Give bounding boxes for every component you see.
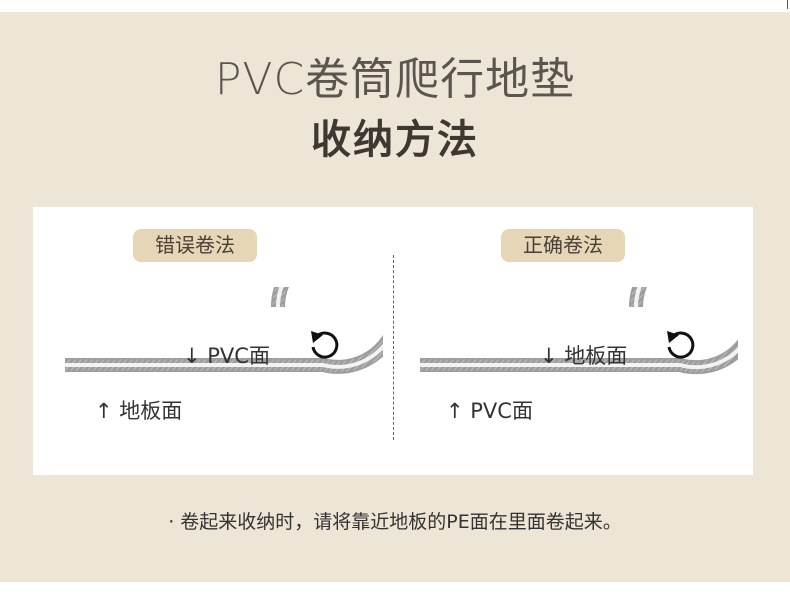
canvas: PVC卷筒爬行地垫 收纳方法 错误卷法 ↓ PVC面 ↑ 地板面	[0, 12, 790, 582]
correct-mat	[420, 287, 738, 375]
storage-note: · 卷起来收纳时，请将靠近地板的PE面在里面卷起来。	[168, 511, 622, 533]
page-subtitle: 收纳方法	[311, 117, 479, 163]
instruction-panel: 错误卷法 ↓ PVC面 ↑ 地板面 正确卷法	[33, 207, 753, 475]
page-title: PVC卷筒爬行地垫	[214, 54, 576, 105]
correct-method-badge: 正确卷法	[501, 229, 625, 262]
wrong-top-label: ↓ PVC面	[183, 344, 270, 368]
rotate-ccw-icon	[667, 331, 695, 359]
wrong-mat	[65, 287, 383, 374]
wrong-method-badge: 错误卷法	[133, 229, 257, 262]
wrong-roll-illustration	[65, 287, 383, 374]
correct-bottom-label: ↑ PVC面	[446, 399, 533, 423]
corner-mark	[787, 0, 788, 9]
panel-divider	[393, 255, 394, 440]
correct-top-label: ↓ 地板面	[540, 344, 628, 368]
rotate-ccw-icon	[311, 331, 339, 359]
wrong-bottom-label: ↑ 地板面	[95, 399, 183, 423]
correct-roll-illustration	[420, 287, 738, 375]
